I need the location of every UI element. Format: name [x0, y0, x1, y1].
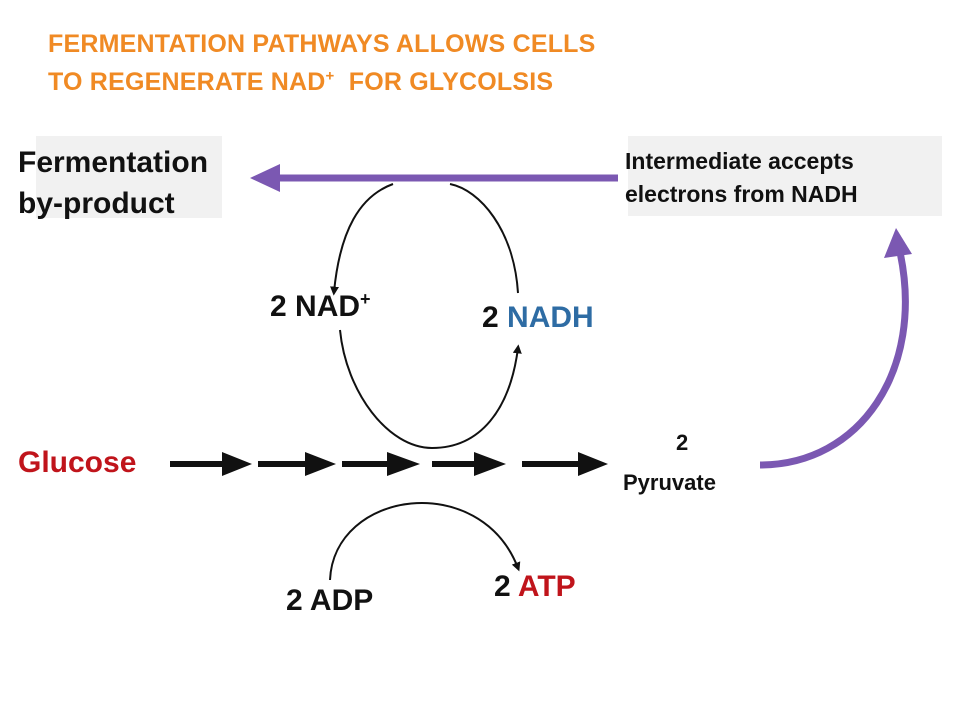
- title-line-2-text: TO REGENERATE NAD: [48, 68, 326, 96]
- nad-count: 2: [270, 290, 287, 323]
- atp-label: 2 ATP: [494, 570, 576, 604]
- pyruvate-count: 2: [676, 430, 689, 455]
- byproduct-line-1: Fermentation: [18, 146, 209, 179]
- nad-label: 2 NAD+: [270, 290, 371, 324]
- purple-arrow-left-icon: [250, 164, 618, 192]
- nad-superscript: +: [360, 289, 371, 309]
- title-line-2: TO REGENERATE NAD+ FOR GLYCOLSIS: [48, 68, 553, 97]
- intermediate-line-1: Intermediate accepts: [625, 148, 854, 174]
- title-line-2-end: FOR GLYCOLSIS: [334, 68, 554, 96]
- glucose-label: Glucose: [18, 446, 137, 479]
- intermediate-line-2: electrons from NADH: [625, 181, 858, 207]
- intermediate-label: Intermediate accepts electrons from NADH: [625, 145, 858, 211]
- atp-count: 2: [494, 570, 511, 603]
- byproduct-box: [36, 136, 222, 218]
- nadh-label: 2 NADH: [482, 301, 594, 335]
- nadh-count: 2: [482, 301, 499, 334]
- nadh-name: NADH: [507, 301, 594, 334]
- nad-name: NAD: [295, 290, 361, 323]
- purple-arrow-up-icon: [759, 228, 912, 469]
- adp-label: 2 ADP: [286, 584, 374, 617]
- title-superscript: +: [325, 67, 335, 85]
- title-line-1: FERMENTATION PATHWAYS ALLOWS CELLS: [48, 30, 596, 58]
- intermediate-box: [628, 136, 942, 216]
- pyruvate-label: Pyruvate: [623, 470, 716, 495]
- nad-cycle-arrow-icon: [330, 183, 522, 450]
- atp-name: ATP: [517, 570, 576, 603]
- atp-arrow-icon: [329, 502, 521, 581]
- byproduct-label: Fermentation by-product: [18, 142, 208, 224]
- glycolysis-arrows-icon: [170, 452, 608, 476]
- byproduct-line-2: by-product: [18, 187, 175, 220]
